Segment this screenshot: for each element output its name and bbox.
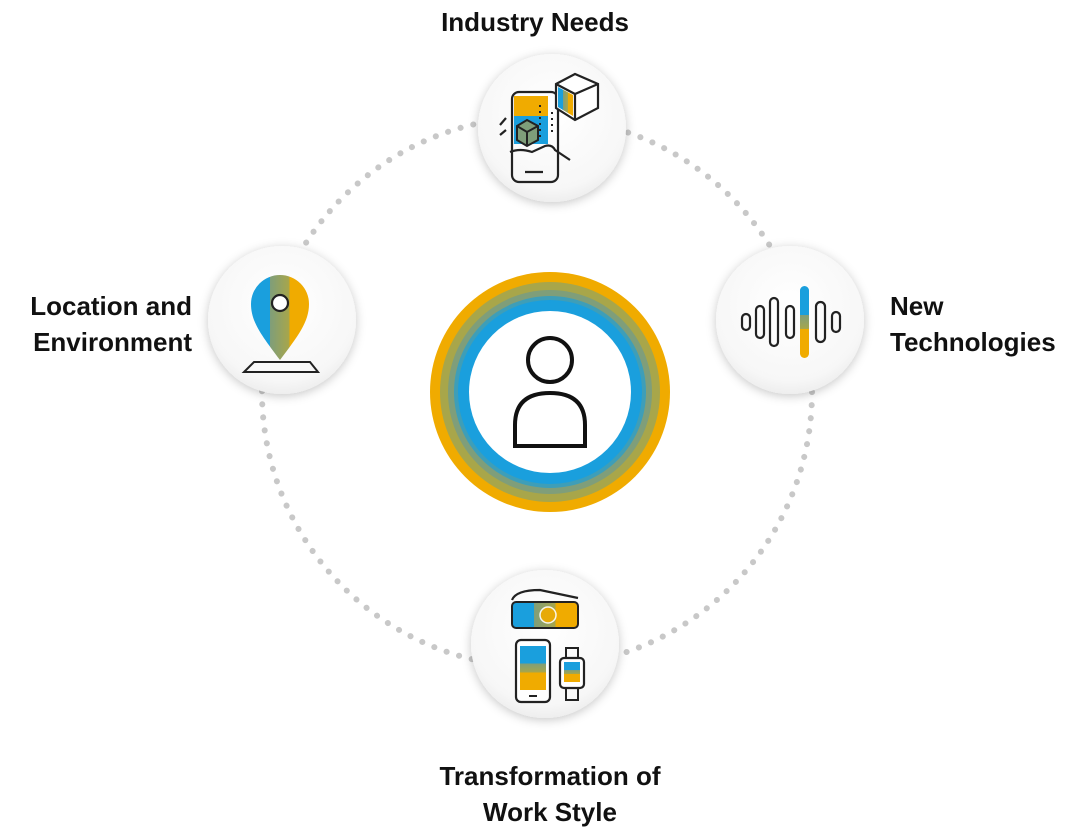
label-location-environment-line1: Location and — [30, 291, 192, 321]
label-work-style-line2: Work Style — [483, 797, 617, 827]
node-work-style — [471, 570, 619, 718]
node-bubble-right — [716, 246, 864, 394]
node-new-technologies — [716, 246, 864, 394]
label-work-style-line1: Transformation of — [439, 761, 661, 791]
label-location-environment: Location and Environment — [12, 288, 192, 360]
node-location-environment — [208, 246, 356, 394]
person-icon — [513, 336, 587, 448]
label-work-style: Transformation of Work Style — [400, 758, 700, 830]
label-new-technologies: New Technologies — [890, 288, 1065, 360]
sound-wave-icon — [740, 296, 842, 348]
sound-wave-highlight-bar — [800, 286, 809, 358]
map-pin-icon — [241, 275, 321, 373]
label-industry-needs-line1: Industry Needs — [441, 7, 629, 37]
node-industry-needs — [478, 54, 626, 202]
label-industry-needs: Industry Needs — [385, 4, 685, 40]
label-location-environment-line2: Environment — [33, 327, 192, 357]
phone-ar-cubes-icon — [499, 72, 600, 184]
label-new-technologies-line2: Technologies — [890, 327, 1056, 357]
label-new-technologies-line1: New — [890, 291, 944, 321]
wearable-devices-icon — [510, 588, 586, 704]
node-bubble-top — [478, 54, 626, 202]
